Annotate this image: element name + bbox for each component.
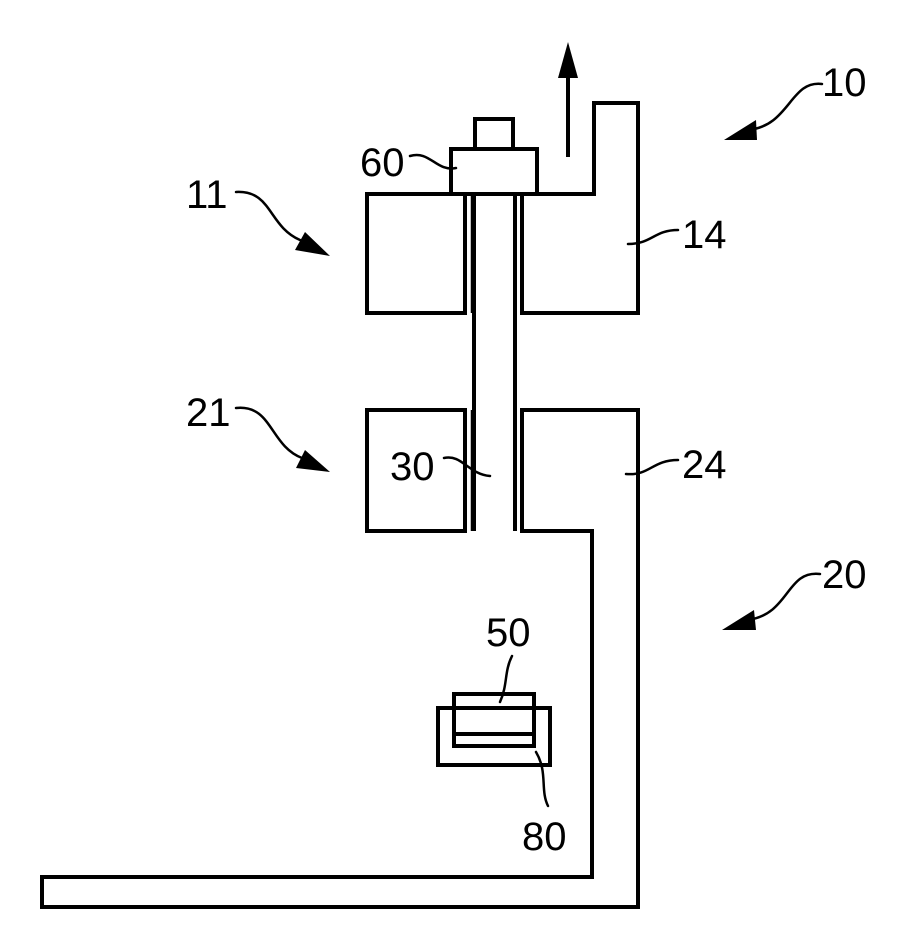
- cap-block: [451, 149, 537, 194]
- label-20: 20: [822, 553, 867, 597]
- leader-14: [628, 230, 678, 244]
- label-10: 10: [822, 61, 867, 105]
- leader-20: [748, 574, 820, 620]
- label-30: 30: [390, 445, 435, 489]
- label-24: 24: [682, 443, 727, 487]
- sensor-body: [454, 694, 534, 746]
- leader-24: [626, 460, 678, 474]
- label-50: 50: [486, 611, 531, 655]
- label-11: 11: [186, 173, 228, 217]
- label-21: 21: [186, 391, 231, 435]
- leader-10: [748, 84, 822, 130]
- upper-left-block: [367, 194, 465, 313]
- label-14: 14: [682, 213, 727, 257]
- leader-11: [236, 192, 300, 240]
- leader-21: [236, 408, 302, 458]
- leader-80: [536, 752, 548, 806]
- arrow-11: [295, 232, 330, 256]
- upper-right-block: [522, 103, 638, 313]
- arrow-10: [724, 120, 757, 140]
- cap-knob: [475, 119, 513, 149]
- label-80: 80: [522, 815, 567, 859]
- label-60: 60: [360, 141, 405, 185]
- arrow-21: [296, 450, 330, 472]
- arrow-20: [722, 610, 756, 630]
- lift-arrow-head: [558, 42, 578, 78]
